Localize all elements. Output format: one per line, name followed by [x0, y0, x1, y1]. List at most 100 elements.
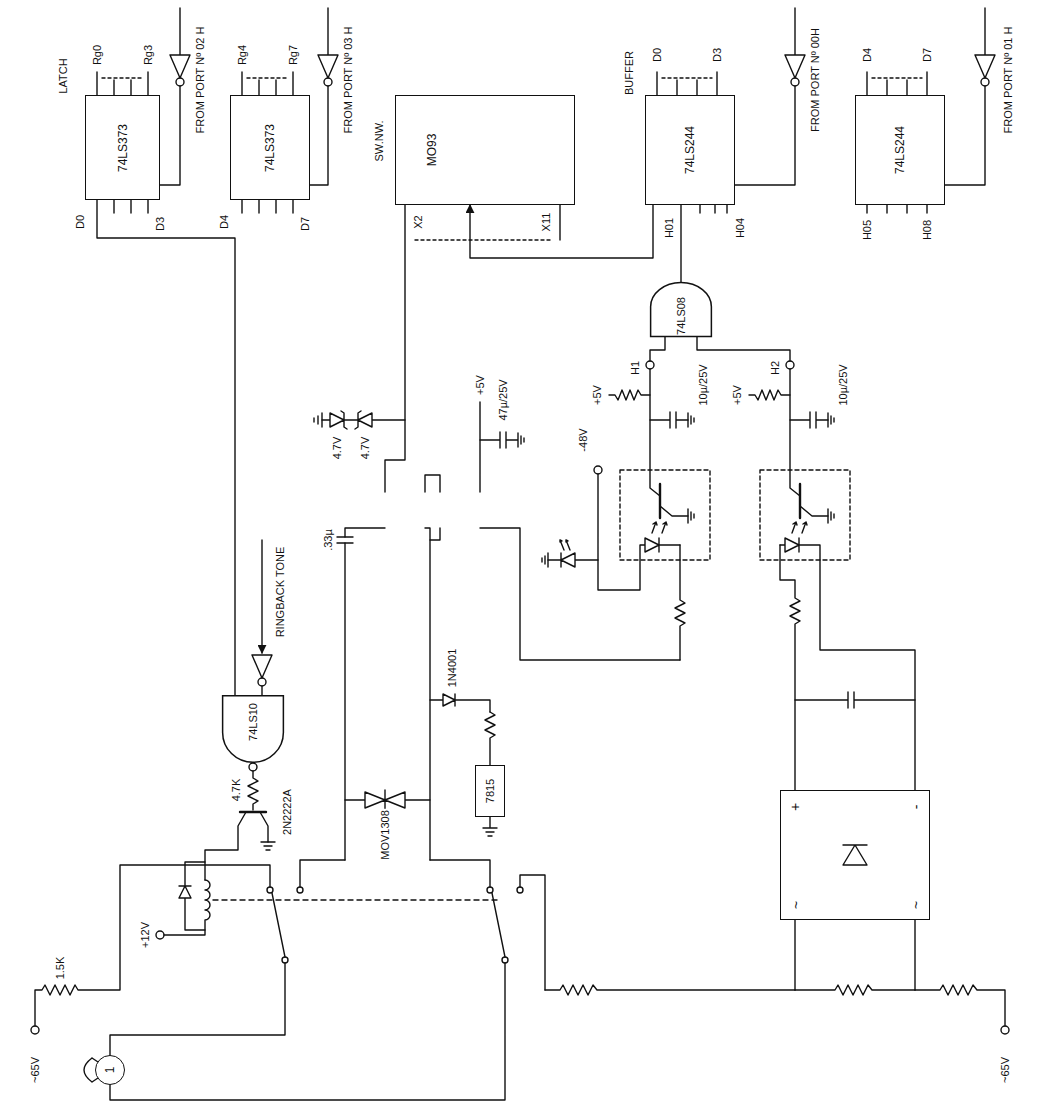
relay-contact: [297, 887, 303, 893]
capacitor-symbol: [795, 692, 915, 708]
zener-diode: [355, 411, 405, 429]
led-symbol: [560, 540, 570, 550]
transistor-symbol: [799, 484, 801, 518]
mov-symbol: [345, 790, 430, 810]
buffer-chip: 74LS244: [855, 95, 945, 205]
node-text: 74LS10: [248, 703, 259, 741]
inverter-symbol: [981, 78, 989, 86]
schematic-label: Rg3: [143, 44, 154, 66]
relay-coil: [164, 880, 210, 935]
relay-contact: [110, 963, 505, 1100]
schematic-label: X2: [413, 214, 424, 229]
schematic-label: ~65V: [30, 1056, 41, 1084]
inverter-symbol: [252, 655, 272, 695]
schematic-label: FROM PORT Nº 02 H: [195, 26, 206, 135]
relay-contact: [272, 893, 285, 957]
schematic-label: 4.7V: [332, 436, 343, 461]
schematic-label: 1N4001: [447, 648, 458, 689]
capacitor-symbol: [337, 537, 353, 543]
optocoupler-box: [760, 470, 850, 560]
node-heading: ~: [789, 901, 803, 909]
resistor-symbol: [35, 390, 1005, 1026]
schematic-label: D7: [300, 216, 311, 232]
bridge-wire: [795, 920, 915, 990]
schematic-label: .33µ: [323, 528, 334, 552]
led-symbol: [780, 538, 915, 790]
schematic-label: H04: [735, 217, 746, 239]
led-symbol: [548, 474, 915, 790]
optocoupler-box: [620, 470, 710, 560]
schematic-label: D3: [712, 47, 723, 63]
capacitor-symbol: [337, 412, 915, 708]
schematic-label: FROM PORT Nº 00H: [810, 27, 821, 133]
and-gate: 74LS08: [650, 282, 712, 337]
node-heading: SW.NW.: [374, 121, 385, 162]
signal-connector: [680, 205, 681, 282]
schematic-label: RINGBACK TONE: [275, 546, 286, 639]
schematic-label: -48V: [578, 427, 589, 452]
bus-dashes: [102, 78, 922, 240]
zener-diode: [322, 411, 358, 429]
resistor-symbol: [485, 712, 495, 765]
ground-symbol: [483, 817, 497, 836]
bus-dashes: [102, 78, 922, 240]
led-symbol: [598, 474, 680, 590]
diode-symbol: [430, 694, 867, 865]
schematic-label: +5V: [475, 374, 486, 396]
buffer-chip: BUFFER74LS244: [645, 95, 735, 205]
latch-chip: 74LS373: [230, 95, 310, 200]
signal-wire: [261, 540, 262, 653]
transistor-symbol: [790, 369, 828, 516]
schematic-label: D7: [922, 47, 933, 63]
ground-symbol: [688, 509, 694, 523]
signal-connector: [97, 200, 235, 695]
schematic-label: D4: [219, 214, 230, 230]
gate-input-wire: [650, 337, 790, 361]
regulator-box: 7815: [475, 765, 505, 817]
inverter-symbol: [324, 78, 332, 86]
relay-coil: [156, 862, 210, 939]
ground-symbol: [828, 413, 834, 427]
relay-link: [213, 899, 500, 900]
resistor-symbol: [915, 985, 1005, 1026]
resistor-symbol: [609, 390, 650, 400]
relay-link: [213, 899, 500, 900]
relay-contact: [492, 893, 505, 957]
and-gate-outline: [651, 283, 712, 337]
schematic-label: Rg7: [288, 44, 299, 66]
resistor-symbol: [675, 545, 685, 660]
inverter-symbol: [945, 8, 995, 185]
diode-symbol: [843, 845, 867, 865]
relay-contact: [267, 887, 273, 893]
resistor-symbol: [545, 985, 795, 995]
relay-contact: [282, 957, 288, 963]
ground-symbol: [828, 509, 834, 523]
schematic-label: D0: [652, 47, 663, 63]
transistor-symbol: [261, 842, 275, 850]
terminal-circle: [1001, 1026, 1009, 1034]
nand-gate: 74LS10: [222, 695, 284, 763]
relay-coil: [156, 931, 164, 939]
schematic-label: X11: [541, 212, 552, 233]
schematic-label: Rg0: [92, 44, 103, 66]
schematic-label: ~65V: [1000, 1056, 1011, 1084]
led-symbol: [792, 522, 807, 533]
node-text: 74LS373: [264, 123, 276, 171]
ground-symbol: [314, 413, 834, 836]
gate-input-wire: [650, 337, 790, 361]
schematic-label: 10µ/25V: [698, 363, 709, 406]
transistor-symbol: [659, 484, 661, 518]
inverter-symbol: [176, 78, 184, 86]
terminal-circle: [594, 466, 602, 474]
schematic-label: H01: [664, 217, 675, 239]
node-heading: BUFFER: [624, 51, 635, 95]
relay-coil: [179, 862, 205, 930]
switch-matrix-chip: SW.NW.MO93: [395, 95, 575, 205]
inverter-symbol: [735, 8, 805, 185]
node-text: 74LS244: [684, 126, 696, 174]
nand-output-bubble: [249, 763, 257, 771]
mov-symbol: [345, 790, 430, 810]
relay-contact: [502, 957, 508, 963]
capacitor-symbol: [650, 412, 688, 428]
bridge-wire: [795, 920, 915, 990]
